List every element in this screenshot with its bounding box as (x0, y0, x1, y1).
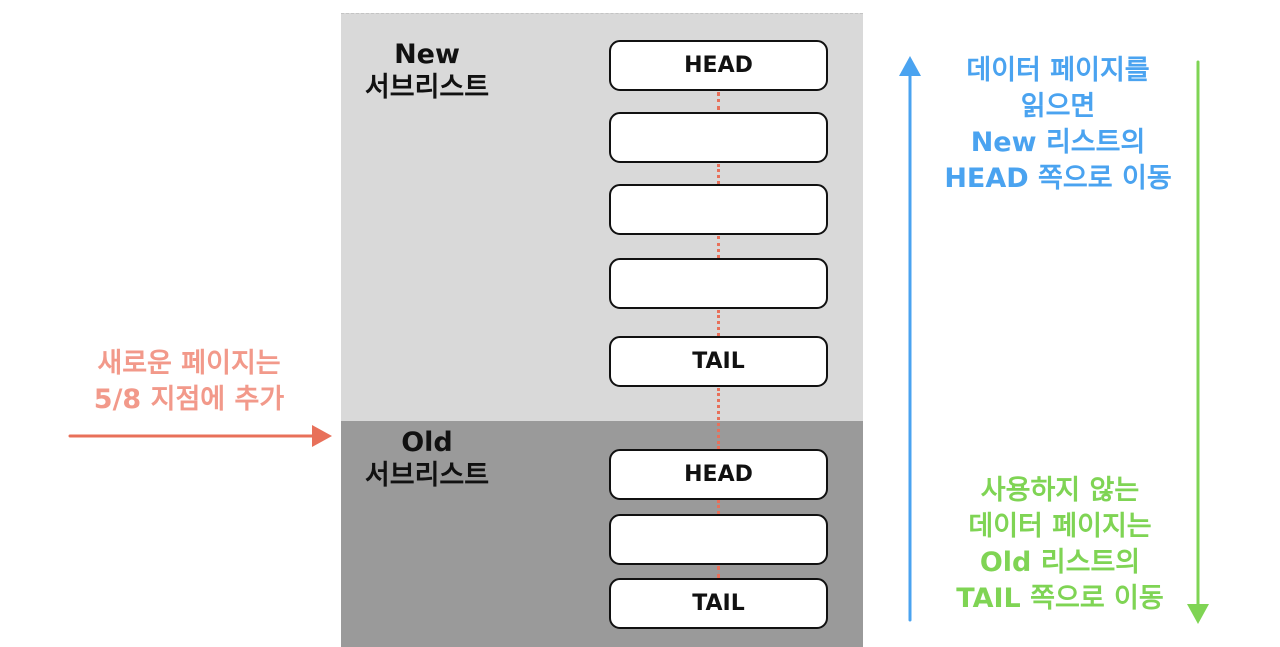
list-link (717, 92, 720, 110)
new-sublist-title-line1: New (394, 39, 460, 70)
new-sublist-title: New 서브리스트 (343, 38, 511, 104)
arrow-down-icon (1187, 60, 1209, 624)
list-link (717, 388, 720, 449)
new-sublist-title-line2: 서브리스트 (364, 72, 490, 103)
unused-note-line2: 데이터 페이지는 (968, 511, 1152, 542)
read-note-line2: 읽으면 (1020, 91, 1096, 122)
old-tail-page: TAIL (609, 578, 828, 629)
new-tail-page: TAIL (609, 336, 828, 387)
list-link (717, 566, 720, 578)
old-head-page: HEAD (609, 449, 828, 500)
arrow-up-icon (899, 56, 921, 622)
arrow-right-icon (68, 425, 332, 447)
list-link (717, 500, 720, 514)
old-sublist-title-line1: Old (401, 427, 453, 458)
list-link (717, 310, 720, 336)
read-note-line4: HEAD 쪽으로 이동 (944, 163, 1172, 194)
new-head-page: HEAD (609, 40, 828, 91)
read-note-line3: New 리스트의 (970, 127, 1146, 158)
new-page-4 (609, 258, 828, 309)
unused-note-line1: 사용하지 않는 (980, 475, 1140, 506)
unused-note-line3: Old 리스트의 (979, 547, 1141, 578)
old-page-2 (609, 514, 828, 565)
new-page-2 (609, 112, 828, 163)
read-note: 데이터 페이지를 읽으면 New 리스트의 HEAD 쪽으로 이동 (918, 53, 1198, 197)
insert-note: 새로운 페이지는 5/8 지점에 추가 (78, 346, 300, 418)
list-link (717, 164, 720, 184)
new-page-3 (609, 184, 828, 235)
unused-note: 사용하지 않는 데이터 페이지는 Old 리스트의 TAIL 쪽으로 이동 (940, 473, 1180, 617)
list-link (717, 236, 720, 258)
old-sublist-title-line2: 서브리스트 (364, 460, 490, 491)
insert-note-line2: 5/8 지점에 추가 (93, 384, 285, 415)
read-note-line1: 데이터 페이지를 (966, 55, 1150, 86)
insert-note-line1: 새로운 페이지는 (97, 348, 281, 379)
unused-note-line4: TAIL 쪽으로 이동 (956, 583, 1164, 614)
old-sublist-title: Old 서브리스트 (343, 426, 511, 492)
